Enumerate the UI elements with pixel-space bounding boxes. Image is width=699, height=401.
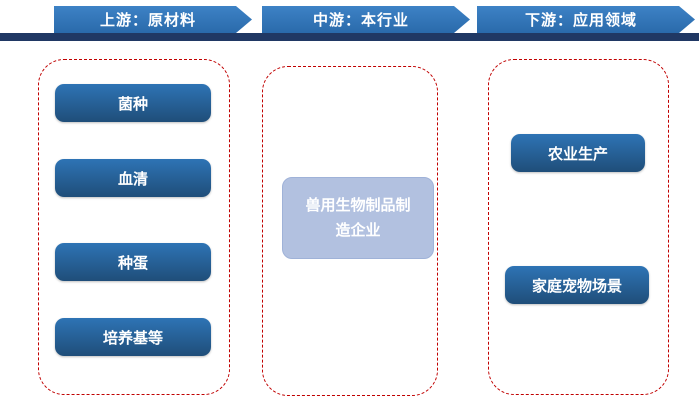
midstream-enterprise-label: 兽用生物制品制造企业 <box>305 195 411 240</box>
downstream-column-frame <box>488 59 669 395</box>
midstream-column-frame <box>262 66 438 396</box>
upstream-column-frame <box>38 59 230 395</box>
downstream-arrow-label: 下游：应用领域 <box>524 11 637 29</box>
upstream-item-media: 培养基等 <box>55 318 211 356</box>
downstream-item-pets: 家庭宠物场景 <box>505 266 649 304</box>
upstream-arrow-banner: 上游：原材料 <box>54 6 252 33</box>
midstream-arrow-banner: 中游：本行业 <box>262 6 470 33</box>
downstream-item-agriculture: 农业生产 <box>511 134 645 172</box>
midstream-arrow-label: 中游：本行业 <box>312 11 409 29</box>
divider-bar <box>0 33 699 41</box>
upstream-item-strains: 菌种 <box>55 84 211 122</box>
upstream-item-serum: 血清 <box>55 159 211 197</box>
midstream-enterprise-box: 兽用生物制品制造企业 <box>282 177 434 259</box>
downstream-arrow-banner: 下游：应用领域 <box>477 6 695 33</box>
upstream-item-eggs: 种蛋 <box>55 243 211 281</box>
upstream-arrow-label: 上游：原材料 <box>99 11 196 29</box>
